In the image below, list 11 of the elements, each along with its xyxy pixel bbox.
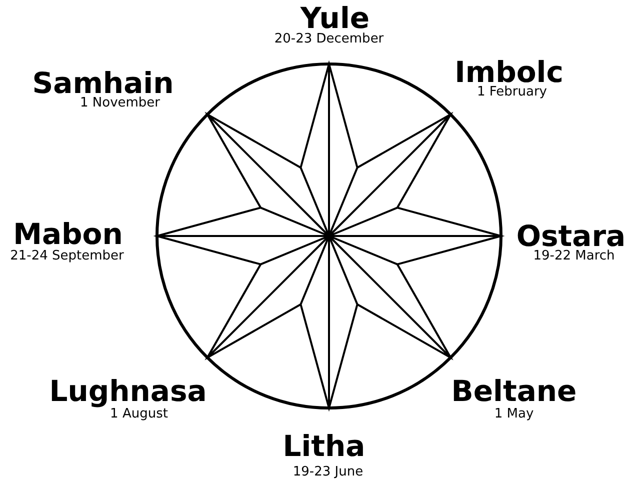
date-text: 1 November <box>80 96 160 110</box>
festival-name: Beltane <box>451 374 577 408</box>
festival-name: Litha <box>282 429 366 463</box>
date-text: 19-23 June <box>292 464 364 480</box>
date-text: 1 May <box>494 406 534 422</box>
date-text: 1 August <box>110 406 168 422</box>
date-text: 20-23 December <box>274 32 384 46</box>
date-text: 21-24 September <box>10 248 124 264</box>
festival-name: Mabon <box>13 217 123 251</box>
festival-name: Lughnasa <box>49 374 207 408</box>
date-text: 1 February <box>477 84 547 100</box>
